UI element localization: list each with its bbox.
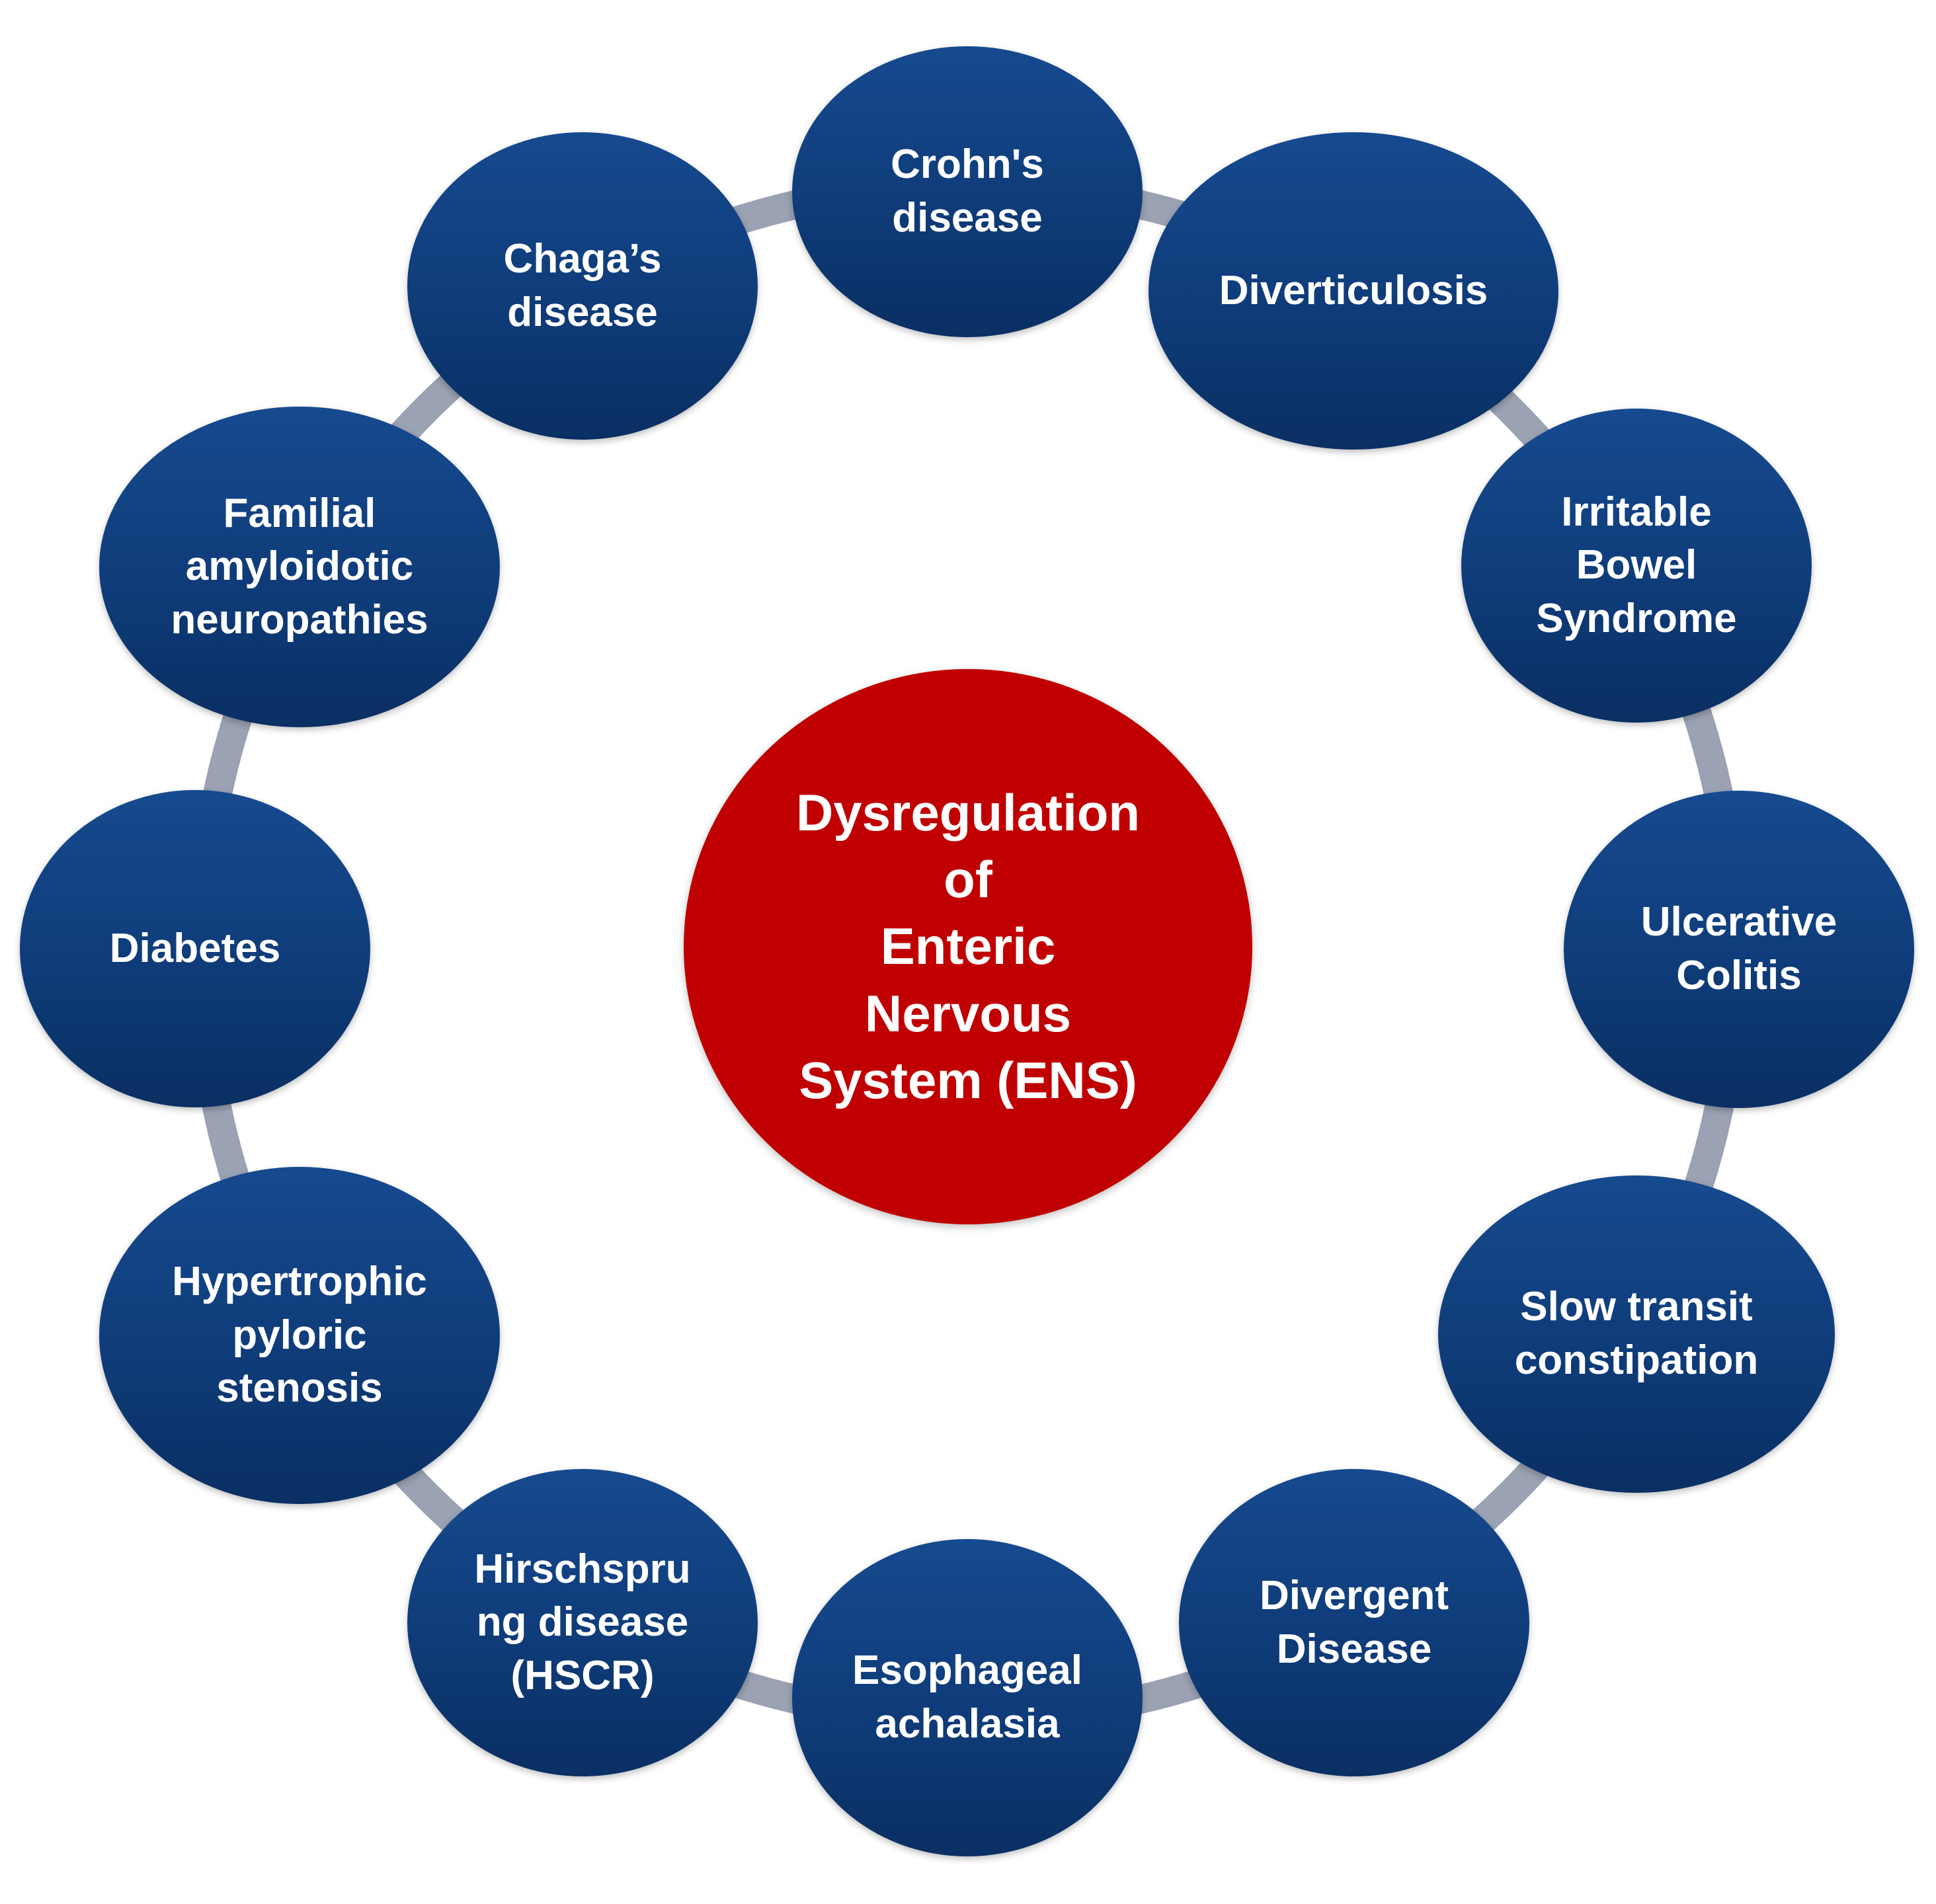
- node-familial-amyloidotic-neuropathies: Familial amyloidotic neuropathies: [99, 407, 500, 727]
- node-hirschsprung-disease: Hirschspru ng disease (HSCR): [407, 1469, 758, 1776]
- node-label: Divergent Disease: [1260, 1572, 1449, 1672]
- node-label: Esophageal achalasia: [852, 1647, 1082, 1747]
- center-node-ens: Dysregulation of Enteric Nervous System …: [684, 669, 1252, 1224]
- node-crohns-disease: Crohn's disease: [792, 46, 1143, 337]
- node-divergent-disease: Divergent Disease: [1179, 1469, 1529, 1776]
- node-slow-transit-constipation: Slow transit constipation: [1438, 1175, 1835, 1493]
- node-ulcerative-colitis: Ulcerative Colitis: [1564, 791, 1914, 1108]
- node-label: Familial amyloidotic neuropathies: [171, 490, 428, 643]
- node-diabetes: Diabetes: [20, 790, 370, 1107]
- node-label: Irritable Bowel Syndrome: [1536, 489, 1737, 641]
- node-diverticulosis: Diverticulosis: [1149, 132, 1558, 450]
- node-hypertrophic-pyloric-stenosis: Hypertrophic pyloric stenosis: [99, 1167, 500, 1504]
- node-esophageal-achalasia: Esophageal achalasia: [792, 1539, 1143, 1856]
- node-label: Crohn's disease: [891, 141, 1044, 241]
- node-label: Slow transit constipation: [1514, 1284, 1759, 1383]
- node-label: Hirschspru ng disease (HSCR): [474, 1546, 691, 1698]
- node-label: Ulcerative Colitis: [1640, 899, 1837, 998]
- node-label: Diabetes: [109, 925, 281, 971]
- node-label: Hypertrophic pyloric stenosis: [172, 1259, 427, 1411]
- node-chagas-disease: Chaga’s disease: [407, 132, 758, 440]
- node-irritable-bowel-syndrome: Irritable Bowel Syndrome: [1461, 409, 1812, 723]
- center-label: Dysregulation of Enteric Nervous System …: [795, 783, 1141, 1110]
- node-label: Chaga’s disease: [503, 235, 662, 335]
- node-label: Diverticulosis: [1219, 267, 1488, 313]
